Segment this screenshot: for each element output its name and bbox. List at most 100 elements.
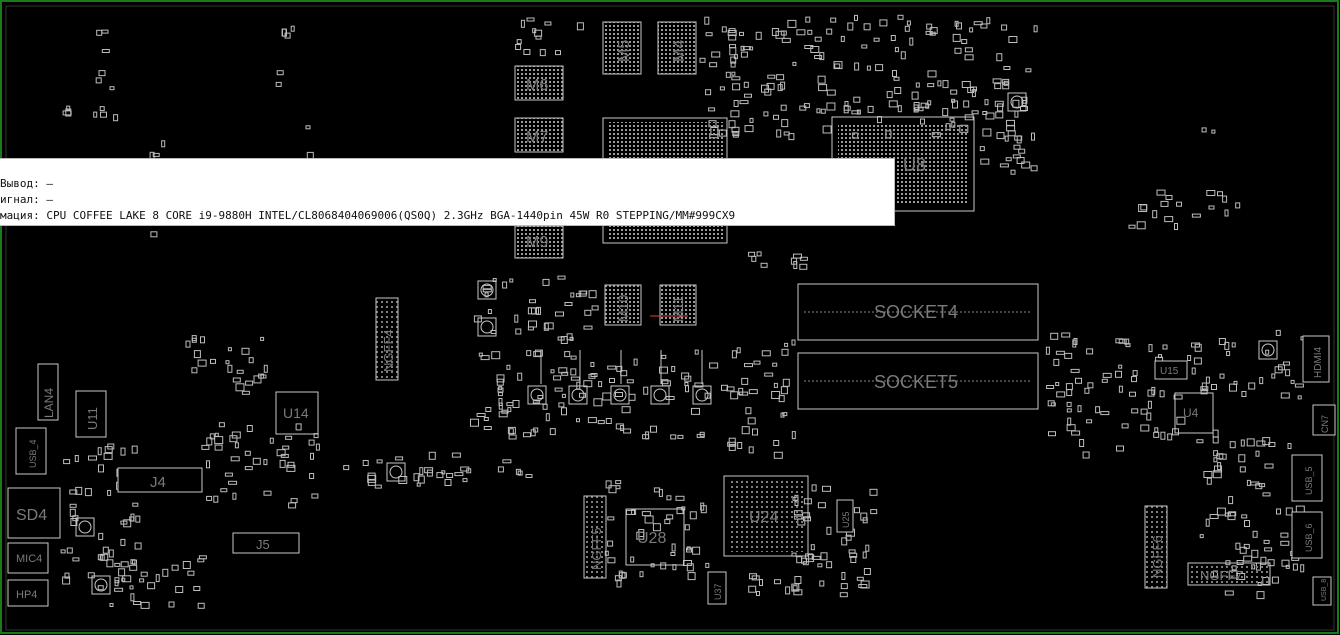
smd-part[interactable] bbox=[561, 371, 569, 376]
smd-part[interactable] bbox=[616, 365, 623, 372]
smd-part[interactable] bbox=[555, 50, 561, 56]
smd-part[interactable] bbox=[191, 367, 198, 374]
inductor[interactable] bbox=[1258, 340, 1278, 360]
smd-part[interactable] bbox=[1290, 379, 1295, 384]
smd-part[interactable] bbox=[1030, 165, 1038, 172]
smd-part[interactable] bbox=[1070, 368, 1080, 373]
smd-part[interactable] bbox=[185, 340, 191, 348]
smd-part[interactable] bbox=[967, 87, 975, 93]
smd-part[interactable] bbox=[1048, 431, 1056, 437]
smd-part[interactable] bbox=[1033, 25, 1038, 33]
smd-part[interactable] bbox=[731, 71, 736, 76]
mem-m10[interactable]: M10 bbox=[604, 284, 642, 326]
smd-part[interactable] bbox=[508, 428, 514, 436]
smd-part[interactable] bbox=[1206, 477, 1212, 485]
smd-part[interactable] bbox=[696, 433, 705, 438]
smd-part[interactable] bbox=[1138, 204, 1148, 212]
smd-part[interactable] bbox=[263, 364, 268, 373]
smd-part[interactable] bbox=[282, 28, 287, 37]
chip-u15[interactable]: U4 bbox=[1174, 392, 1214, 434]
smd-part[interactable] bbox=[1287, 443, 1292, 449]
smd-part[interactable] bbox=[840, 583, 848, 590]
smd-part[interactable] bbox=[602, 392, 612, 401]
smd-part[interactable] bbox=[752, 428, 758, 436]
smd-part[interactable] bbox=[460, 466, 470, 472]
smd-part[interactable] bbox=[787, 19, 797, 28]
smd-part[interactable] bbox=[650, 425, 657, 433]
smd-part[interactable] bbox=[1164, 216, 1174, 223]
smd-part[interactable] bbox=[897, 105, 902, 113]
mem-m11[interactable]: M11 bbox=[650, 284, 697, 326]
smd-part[interactable] bbox=[1174, 223, 1178, 230]
smd-part[interactable] bbox=[69, 503, 77, 508]
smd-part[interactable] bbox=[926, 23, 933, 30]
smd-part[interactable] bbox=[776, 74, 785, 81]
smd-part[interactable] bbox=[1101, 378, 1108, 383]
smd-part[interactable] bbox=[744, 93, 752, 98]
smd-part[interactable] bbox=[244, 450, 251, 456]
smd-part[interactable] bbox=[1176, 201, 1182, 207]
smd-part[interactable] bbox=[416, 482, 421, 487]
smd-part[interactable] bbox=[860, 580, 870, 589]
smd-part[interactable] bbox=[130, 559, 136, 565]
smd-part[interactable] bbox=[470, 418, 479, 427]
smd-part[interactable] bbox=[1152, 210, 1158, 219]
smd-part[interactable] bbox=[618, 572, 627, 579]
smd-part[interactable] bbox=[1275, 329, 1281, 336]
smd-part[interactable] bbox=[497, 392, 503, 397]
smd-part[interactable] bbox=[64, 572, 70, 579]
smd-part[interactable] bbox=[802, 561, 809, 566]
smd-part[interactable] bbox=[526, 350, 532, 357]
smd-part[interactable] bbox=[1256, 591, 1265, 600]
smd-part[interactable] bbox=[818, 84, 828, 92]
smd-part[interactable] bbox=[783, 131, 790, 136]
smd-part[interactable] bbox=[1194, 343, 1202, 352]
smd-part[interactable] bbox=[62, 576, 71, 585]
smd-part[interactable] bbox=[914, 107, 924, 112]
smd-part[interactable] bbox=[867, 105, 874, 113]
smd-part[interactable] bbox=[485, 407, 492, 412]
smd-part[interactable] bbox=[870, 509, 878, 515]
smd-part[interactable] bbox=[147, 582, 156, 590]
smd-part[interactable] bbox=[900, 51, 906, 60]
smd-part[interactable] bbox=[1228, 511, 1237, 517]
smd-part[interactable] bbox=[782, 378, 790, 387]
smd-part[interactable] bbox=[814, 36, 822, 42]
smd-part[interactable] bbox=[502, 459, 512, 464]
smd-part[interactable] bbox=[927, 100, 932, 106]
smd-part[interactable] bbox=[1212, 470, 1222, 479]
smd-part[interactable] bbox=[670, 552, 676, 556]
smd-part[interactable] bbox=[1271, 576, 1279, 584]
smd-part[interactable] bbox=[476, 413, 486, 417]
smd-part[interactable] bbox=[753, 360, 761, 365]
smd-part[interactable] bbox=[997, 103, 1004, 112]
smd-part[interactable] bbox=[193, 350, 201, 359]
smd-part[interactable] bbox=[780, 386, 788, 395]
smd-part[interactable] bbox=[1205, 376, 1210, 384]
smd-part[interactable] bbox=[587, 417, 597, 424]
smd-part[interactable] bbox=[263, 459, 268, 466]
smd-part[interactable] bbox=[263, 490, 272, 496]
socket5[interactable]: SOCKET5 bbox=[797, 352, 1039, 410]
smd-part[interactable] bbox=[1187, 355, 1192, 361]
smd-part[interactable] bbox=[666, 514, 674, 520]
smd-part[interactable] bbox=[1212, 429, 1219, 438]
ngff6[interactable]: NGFF6 bbox=[1144, 505, 1168, 589]
smd-part[interactable] bbox=[728, 34, 737, 41]
smd-part[interactable] bbox=[748, 585, 757, 593]
smd-part[interactable] bbox=[942, 80, 949, 89]
smd-part[interactable] bbox=[774, 579, 781, 585]
smd-part[interactable] bbox=[748, 389, 758, 395]
smd-part[interactable] bbox=[564, 351, 571, 358]
smd-part[interactable] bbox=[182, 561, 191, 569]
smd-part[interactable] bbox=[1153, 431, 1160, 438]
smd-part[interactable] bbox=[971, 110, 979, 115]
smd-part[interactable] bbox=[175, 586, 184, 593]
smd-part[interactable] bbox=[671, 543, 676, 552]
smd-part[interactable] bbox=[542, 403, 548, 410]
smd-part[interactable] bbox=[699, 57, 706, 63]
smd-part[interactable] bbox=[525, 474, 533, 478]
smd-part[interactable] bbox=[780, 412, 785, 418]
smd-part[interactable] bbox=[705, 89, 712, 96]
smd-part[interactable] bbox=[1238, 454, 1246, 463]
